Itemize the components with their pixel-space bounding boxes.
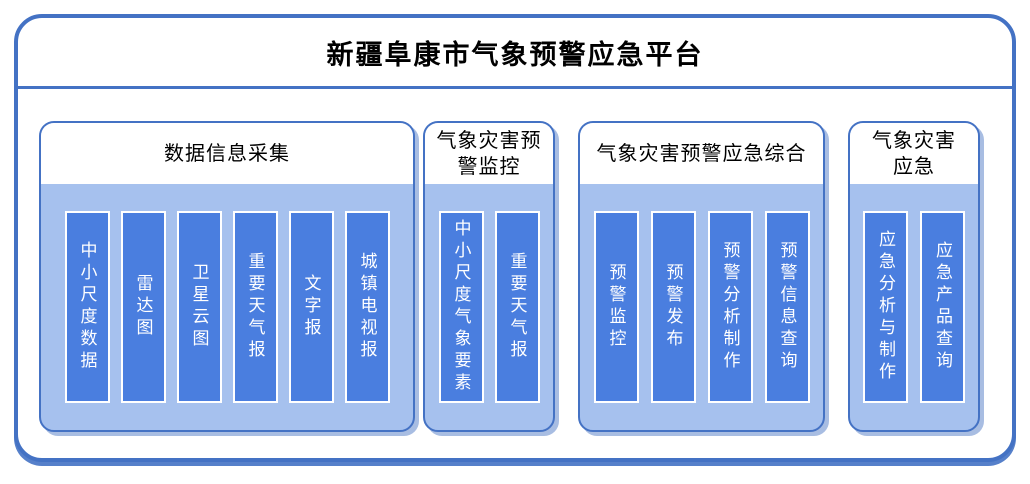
group-header: 数据信息采集 bbox=[41, 123, 413, 184]
group-header: 气象灾害预警应急综合 bbox=[580, 123, 823, 184]
module-bar: 应急分析与制作 bbox=[863, 211, 908, 403]
module-bar-label: 卫星云图 bbox=[189, 263, 209, 351]
module-bar-label: 中小尺度气象要素 bbox=[451, 219, 471, 395]
group-header: 气象灾害预警监控 bbox=[425, 123, 553, 184]
group-title: 气象灾害应急 bbox=[872, 129, 956, 178]
module-bar: 卫星云图 bbox=[176, 211, 222, 403]
platform-title: 新疆阜康市气象预警应急平台 bbox=[326, 39, 704, 70]
group-body: 应急分析与制作 应急产品查询 bbox=[850, 184, 978, 430]
group-title: 数据信息采集 bbox=[164, 142, 290, 165]
module-bar: 中小尺度气象要素 bbox=[438, 211, 484, 403]
module-bar: 预警监控 bbox=[593, 211, 639, 403]
module-bar-label: 预警发布 bbox=[663, 263, 683, 351]
module-bar: 中小尺度数据 bbox=[64, 211, 110, 403]
title-band: 新疆阜康市气象预警应急平台 bbox=[18, 18, 1012, 89]
module-bar: 城镇电视报 bbox=[344, 211, 390, 403]
module-bar-label: 重要天气报 bbox=[245, 252, 265, 362]
group-body: 中小尺度气象要素 重要天气报 bbox=[425, 184, 553, 430]
group-header: 气象灾害应急 bbox=[850, 123, 978, 184]
module-bar: 雷达图 bbox=[120, 211, 166, 403]
group-title: 气象灾害预警监控 bbox=[436, 129, 542, 178]
module-bar-label: 重要天气报 bbox=[507, 252, 527, 362]
group-body: 中小尺度数据 雷达图 卫星云图 重要天气报 文字报 城镇电视报 bbox=[41, 184, 413, 430]
group-title: 气象灾害预警应急综合 bbox=[596, 142, 807, 165]
module-bar-label: 预警监控 bbox=[606, 263, 626, 351]
module-bar: 应急产品查询 bbox=[920, 211, 965, 403]
module-bar-label: 城镇电视报 bbox=[357, 252, 377, 362]
module-bar: 重要天气报 bbox=[232, 211, 278, 403]
module-bar-label: 应急分析与制作 bbox=[876, 230, 895, 384]
module-bar-label: 文字报 bbox=[301, 274, 321, 340]
module-bar-label: 雷达图 bbox=[133, 274, 153, 340]
module-bar: 预警信息查询 bbox=[764, 211, 810, 403]
group-panel-data-collection: 数据信息采集 中小尺度数据 雷达图 卫星云图 重要天气报 文字报 城镇电视报 bbox=[39, 121, 415, 432]
group-panel-emergency: 气象灾害应急 应急分析与制作 应急产品查询 bbox=[848, 121, 980, 432]
module-bar: 预警分析制作 bbox=[707, 211, 753, 403]
module-bar: 重要天气报 bbox=[494, 211, 540, 403]
group-panel-warning-emergency-综合: 气象灾害预警应急综合 预警监控 预警发布 预警分析制作 预警信息查询 bbox=[578, 121, 825, 432]
module-bar: 预警发布 bbox=[650, 211, 696, 403]
group-panel-warning-monitoring: 气象灾害预警监控 中小尺度气象要素 重要天气报 bbox=[423, 121, 555, 432]
module-bar-label: 预警分析制作 bbox=[720, 241, 740, 373]
module-bar: 文字报 bbox=[288, 211, 334, 403]
module-bar-label: 预警信息查询 bbox=[777, 241, 797, 373]
module-bar-label: 应急产品查询 bbox=[933, 241, 952, 373]
group-body: 预警监控 预警发布 预警分析制作 预警信息查询 bbox=[580, 184, 823, 430]
module-bar-label: 中小尺度数据 bbox=[77, 241, 97, 373]
